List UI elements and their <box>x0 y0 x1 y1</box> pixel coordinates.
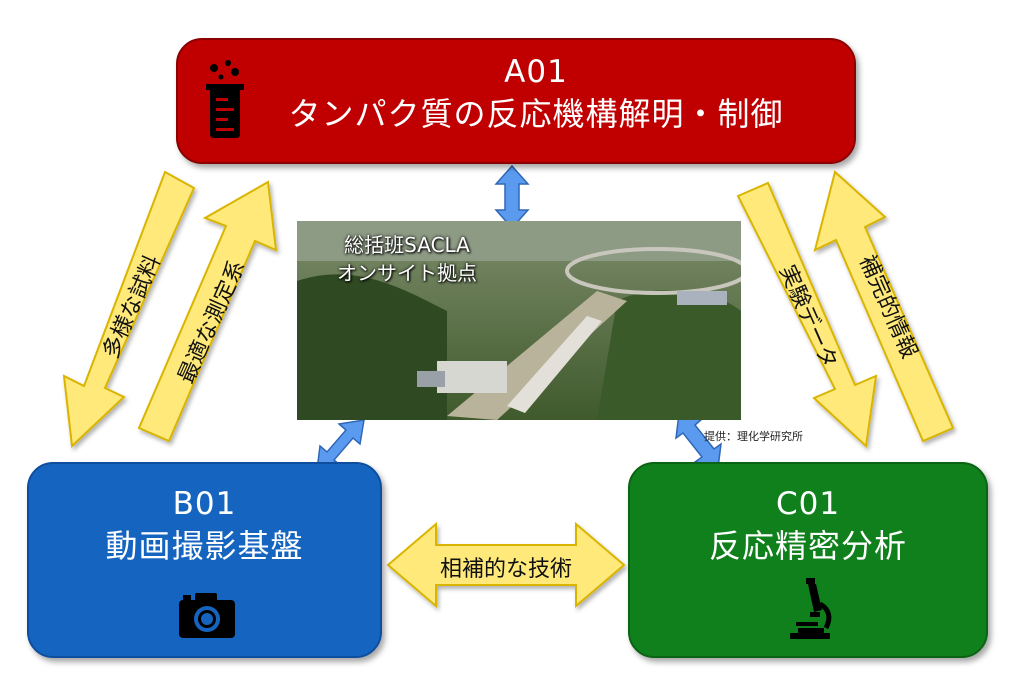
hub-caption-line2: オンサイト拠点 <box>337 261 477 285</box>
hub-caption: 総括班SACLA オンサイト拠点 <box>297 231 517 287</box>
aerial-view-illustration <box>297 221 741 420</box>
node-c01-title: 反応精密分析 <box>708 527 907 565</box>
node-b01: B01 動画撮影基盤 <box>27 462 382 658</box>
node-a01-title: タンパク質の反応機構解明・制御 <box>288 95 784 133</box>
arrow-a-to-c <box>736 181 878 449</box>
node-a01: A01 タンパク質の反応機構解明・制御 <box>176 38 856 164</box>
node-c01: C01 反応精密分析 <box>628 462 988 658</box>
node-a01-code: A01 <box>504 54 568 90</box>
arrow-c-to-a <box>813 170 955 443</box>
sacla-facility-photo: 総括班SACLA オンサイト拠点 <box>297 221 741 420</box>
photo-credit: 提供：理化学研究所 <box>704 430 803 443</box>
arrow-b-c <box>386 521 626 609</box>
node-c01-code: C01 <box>775 486 841 522</box>
arrow-a-to-b <box>62 170 196 449</box>
node-b01-code: B01 <box>172 486 237 522</box>
microscope-icon <box>790 578 832 639</box>
arrow-b-to-a <box>137 180 278 443</box>
node-b01-title: 動画撮影基盤 <box>105 527 304 565</box>
beaker-icon <box>206 60 244 138</box>
camera-icon <box>179 593 235 638</box>
hub-caption-line1: 総括班SACLA <box>344 233 470 257</box>
label-b-c: 相補的な技術 <box>439 557 572 582</box>
link-a-hub <box>494 164 530 230</box>
